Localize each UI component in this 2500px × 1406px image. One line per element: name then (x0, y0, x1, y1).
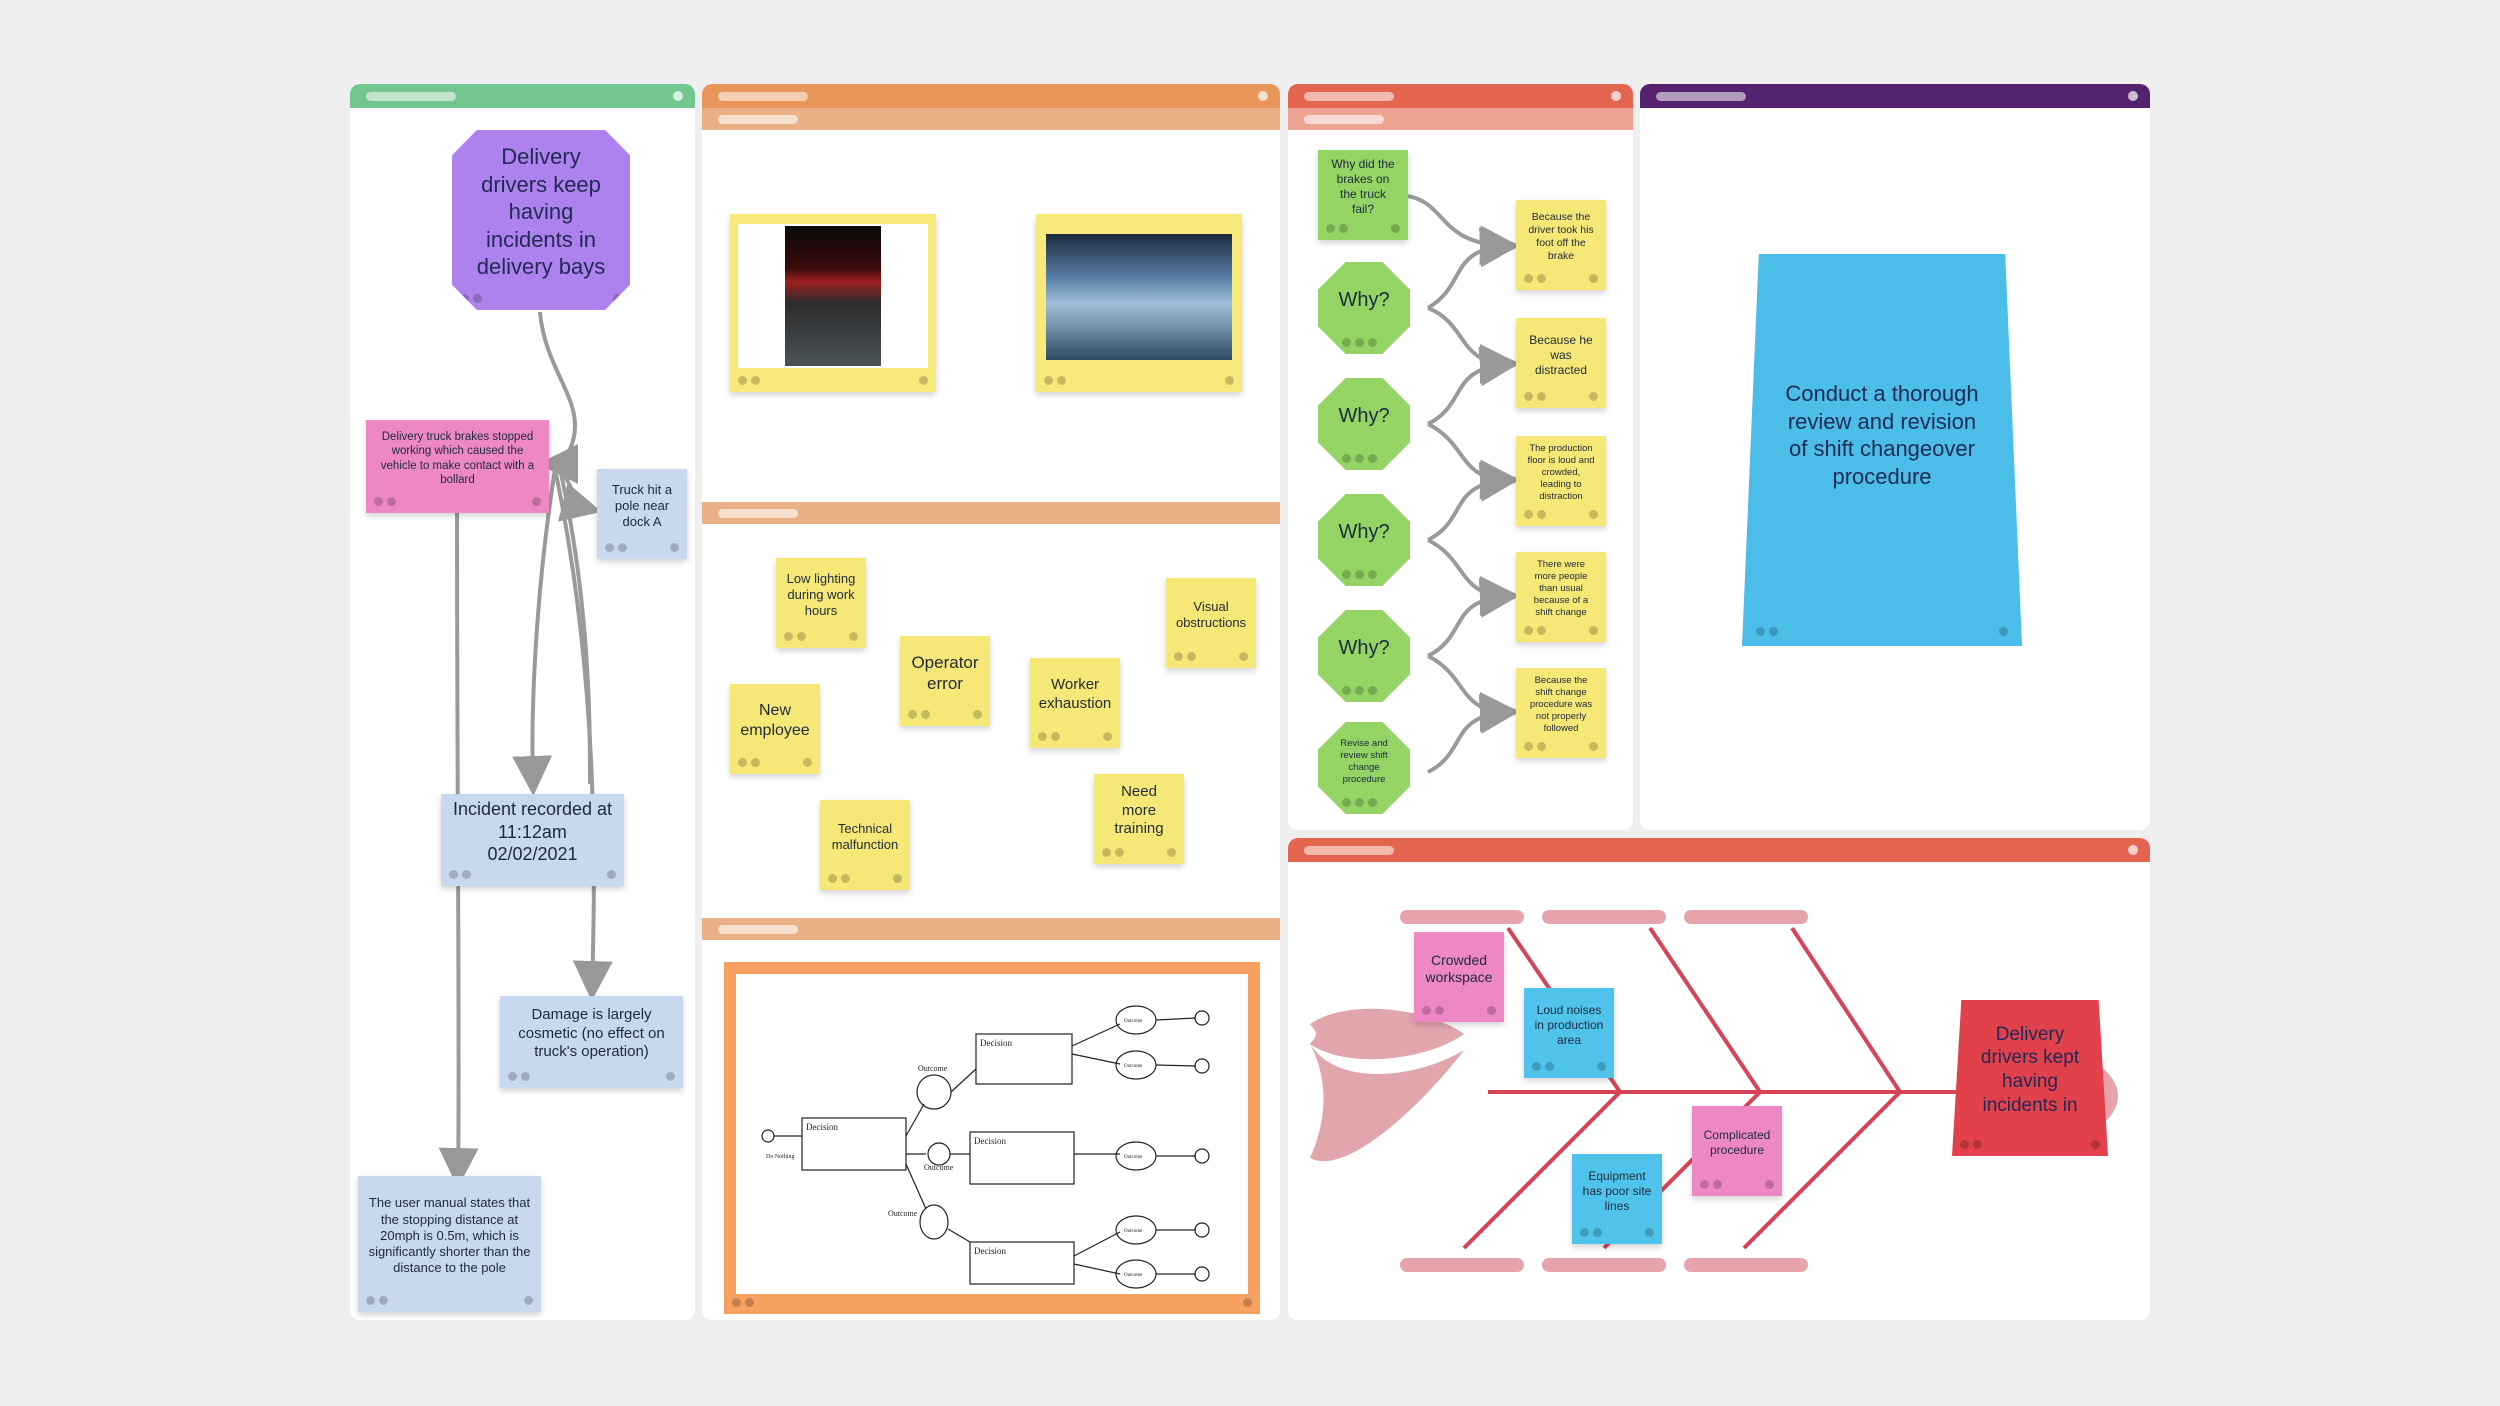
outcome-label-8: Outcome (1124, 1273, 1143, 1278)
worker-exhaustion-note[interactable]: Worker exhaustion (1030, 658, 1120, 748)
notes-section-header[interactable] (702, 502, 1280, 524)
outcome-label-1: Outcome (918, 1064, 948, 1073)
low-lighting-note[interactable]: Low lighting during work hours (776, 558, 866, 648)
answer-note-5[interactable]: Because the shift change procedure was n… (1516, 668, 1606, 758)
why-octagon-4[interactable]: Why? (1318, 610, 1410, 702)
problem-statement-text: Delivery drivers keep having incidents i… (476, 144, 606, 280)
why-octagon-2[interactable]: Why? (1318, 378, 1410, 470)
operator-error-note[interactable]: Operator error (900, 636, 990, 726)
action-text: Conduct a thorough review and revision o… (1785, 381, 1979, 489)
answer-text-2: Because he was distracted (1529, 332, 1593, 377)
outcome-label-2: Outcome (924, 1163, 954, 1172)
decision-label-3: Decision (974, 1136, 1006, 1146)
answer-text-3: The production floor is loud and crowded… (1527, 443, 1595, 502)
five-whys-frame-header[interactable] (1288, 84, 1633, 108)
user-manual-note[interactable]: The user manual states that the stopping… (358, 1176, 541, 1312)
cause-note[interactable]: Delivery truck brakes stopped working wh… (366, 420, 549, 513)
complicated-procedure-note[interactable]: Complicated procedure (1692, 1106, 1782, 1196)
outcome-label-7: Outcome (1124, 1229, 1143, 1234)
fishbone-head-note[interactable]: Delivery drivers kept having incidents i… (1952, 1000, 2108, 1156)
answer-note-4[interactable]: There were more people than usual becaus… (1516, 552, 1606, 642)
why-octagon-1[interactable]: Why? (1318, 262, 1410, 354)
problem-statement-note[interactable]: Delivery drivers keep having incidents i… (452, 130, 630, 310)
outcome-label-6: Outcome (1124, 1155, 1143, 1160)
pole-text: Truck hit a pole near dock A (611, 481, 673, 530)
fish-tail-bottom (1310, 1044, 1464, 1162)
incident-frame: Delivery drivers keep having incidents i… (350, 84, 695, 1320)
loud-noises-text: Loud noises in production area (1534, 1002, 1604, 1047)
damage-text: Damage is largely cosmetic (no effect on… (518, 1005, 665, 1061)
technical-malfunction-text: Technical malfunction (831, 820, 899, 852)
decision-label-2: Decision (980, 1038, 1012, 1048)
images-section-header[interactable] (702, 108, 1280, 130)
answer-note-1[interactable]: Because the driver took his foot off the… (1516, 200, 1606, 290)
damage-note[interactable]: Damage is largely cosmetic (no effect on… (500, 996, 683, 1088)
why-text-1: Why? (1338, 288, 1390, 311)
low-lighting-text: Low lighting during work hours (786, 570, 856, 619)
do-nothing-label: Do Nothing (766, 1154, 795, 1160)
why-final-octagon[interactable]: Revise and review shift change procedure (1318, 722, 1410, 814)
visual-obstructions-text: Visual obstructions (1175, 598, 1247, 630)
decision-label-4: Decision (974, 1246, 1006, 1256)
brainstorm-frame: Low lighting during work hours Visual ob… (702, 84, 1280, 1320)
new-employee-note[interactable]: New employee (730, 684, 820, 774)
need-training-text: Need more training (1114, 782, 1164, 838)
warehouse-photo-frame-2[interactable] (1036, 214, 1242, 392)
fishbone-head-text: Delivery drivers kept having incidents i… (1980, 1023, 2080, 1116)
crowded-workspace-text: Crowded workspace (1425, 951, 1493, 986)
warehouse-photo-2 (1046, 234, 1232, 360)
five-whys-connectors (1407, 194, 1520, 774)
action-frame: Conduct a thorough review and revision o… (1640, 84, 2150, 830)
decision-tree-frame[interactable]: Decision Decision Decision Decision Outc… (724, 962, 1260, 1314)
equipment-sight-lines-note[interactable]: Equipment has poor site lines (1572, 1154, 1662, 1244)
decision-label-1: Decision (806, 1122, 838, 1132)
outcome-label-3: Outcome (888, 1209, 918, 1218)
crowded-workspace-note[interactable]: Crowded workspace (1414, 932, 1504, 1022)
answer-text-1: Because the driver took his foot off the… (1528, 210, 1594, 263)
answer-note-2[interactable]: Because he was distracted (1516, 318, 1606, 408)
fishbone-frame-header[interactable] (1288, 838, 2150, 862)
action-frame-header[interactable] (1640, 84, 2150, 108)
decision-tree-diagram: Decision Decision Decision Decision Outc… (736, 974, 1248, 1294)
cause-text: Delivery truck brakes stopped working wh… (380, 430, 535, 486)
fishbone-frame: Crowded workspace Loud noises in product… (1288, 838, 2150, 1320)
action-shape[interactable]: Conduct a thorough review and revision o… (1742, 254, 2022, 646)
answer-text-4: There were more people than usual becaus… (1533, 559, 1589, 618)
warehouse-photo-frame-1[interactable] (730, 214, 936, 392)
new-employee-text: New employee (740, 702, 810, 739)
why-question-note[interactable]: Why did the brakes on the truck fail? (1318, 150, 1408, 240)
why-octagon-3[interactable]: Why? (1318, 494, 1410, 586)
need-training-note[interactable]: Need more training (1094, 774, 1184, 864)
five-whys-frame: Why did the brakes on the truck fail? Wh… (1288, 84, 1633, 830)
user-manual-text: The user manual states that the stopping… (368, 1195, 531, 1276)
pole-note[interactable]: Truck hit a pole near dock A (597, 469, 687, 559)
worker-exhaustion-text: Worker exhaustion (1038, 676, 1112, 712)
outcome-label-4: Outcome (1124, 1019, 1143, 1024)
loud-noises-note[interactable]: Loud noises in production area (1524, 988, 1614, 1078)
why-final-text: Revise and review shift change procedure (1340, 738, 1388, 785)
warehouse-photo-1 (738, 224, 928, 368)
answer-note-3[interactable]: The production floor is loud and crowded… (1516, 436, 1606, 526)
incident-frame-header[interactable] (350, 84, 695, 108)
incident-connectors (438, 311, 613, 1188)
operator-error-text: Operator error (911, 652, 979, 693)
technical-malfunction-note[interactable]: Technical malfunction (820, 800, 910, 890)
incident-recorded-note[interactable]: Incident recorded at 11:12am 02/02/2021 (441, 794, 624, 886)
outcome-label-5: Outcome (1124, 1064, 1143, 1069)
why-question-text: Why did the brakes on the truck fail? (1331, 157, 1395, 216)
incident-recorded-text: Incident recorded at 11:12am 02/02/2021 (452, 799, 613, 865)
complicated-procedure-text: Complicated procedure (1703, 1128, 1771, 1157)
visual-obstructions-note[interactable]: Visual obstructions (1166, 578, 1256, 668)
five-whys-section-header[interactable] (1288, 108, 1633, 130)
brainstorm-frame-header[interactable] (702, 84, 1280, 108)
why-text-4: Why? (1338, 636, 1390, 659)
equipment-sight-lines-text: Equipment has poor site lines (1582, 1168, 1652, 1213)
why-text-3: Why? (1338, 520, 1390, 543)
answer-text-5: Because the shift change procedure was n… (1529, 675, 1593, 734)
diagram-section-header[interactable] (702, 918, 1280, 940)
why-text-2: Why? (1338, 404, 1390, 427)
